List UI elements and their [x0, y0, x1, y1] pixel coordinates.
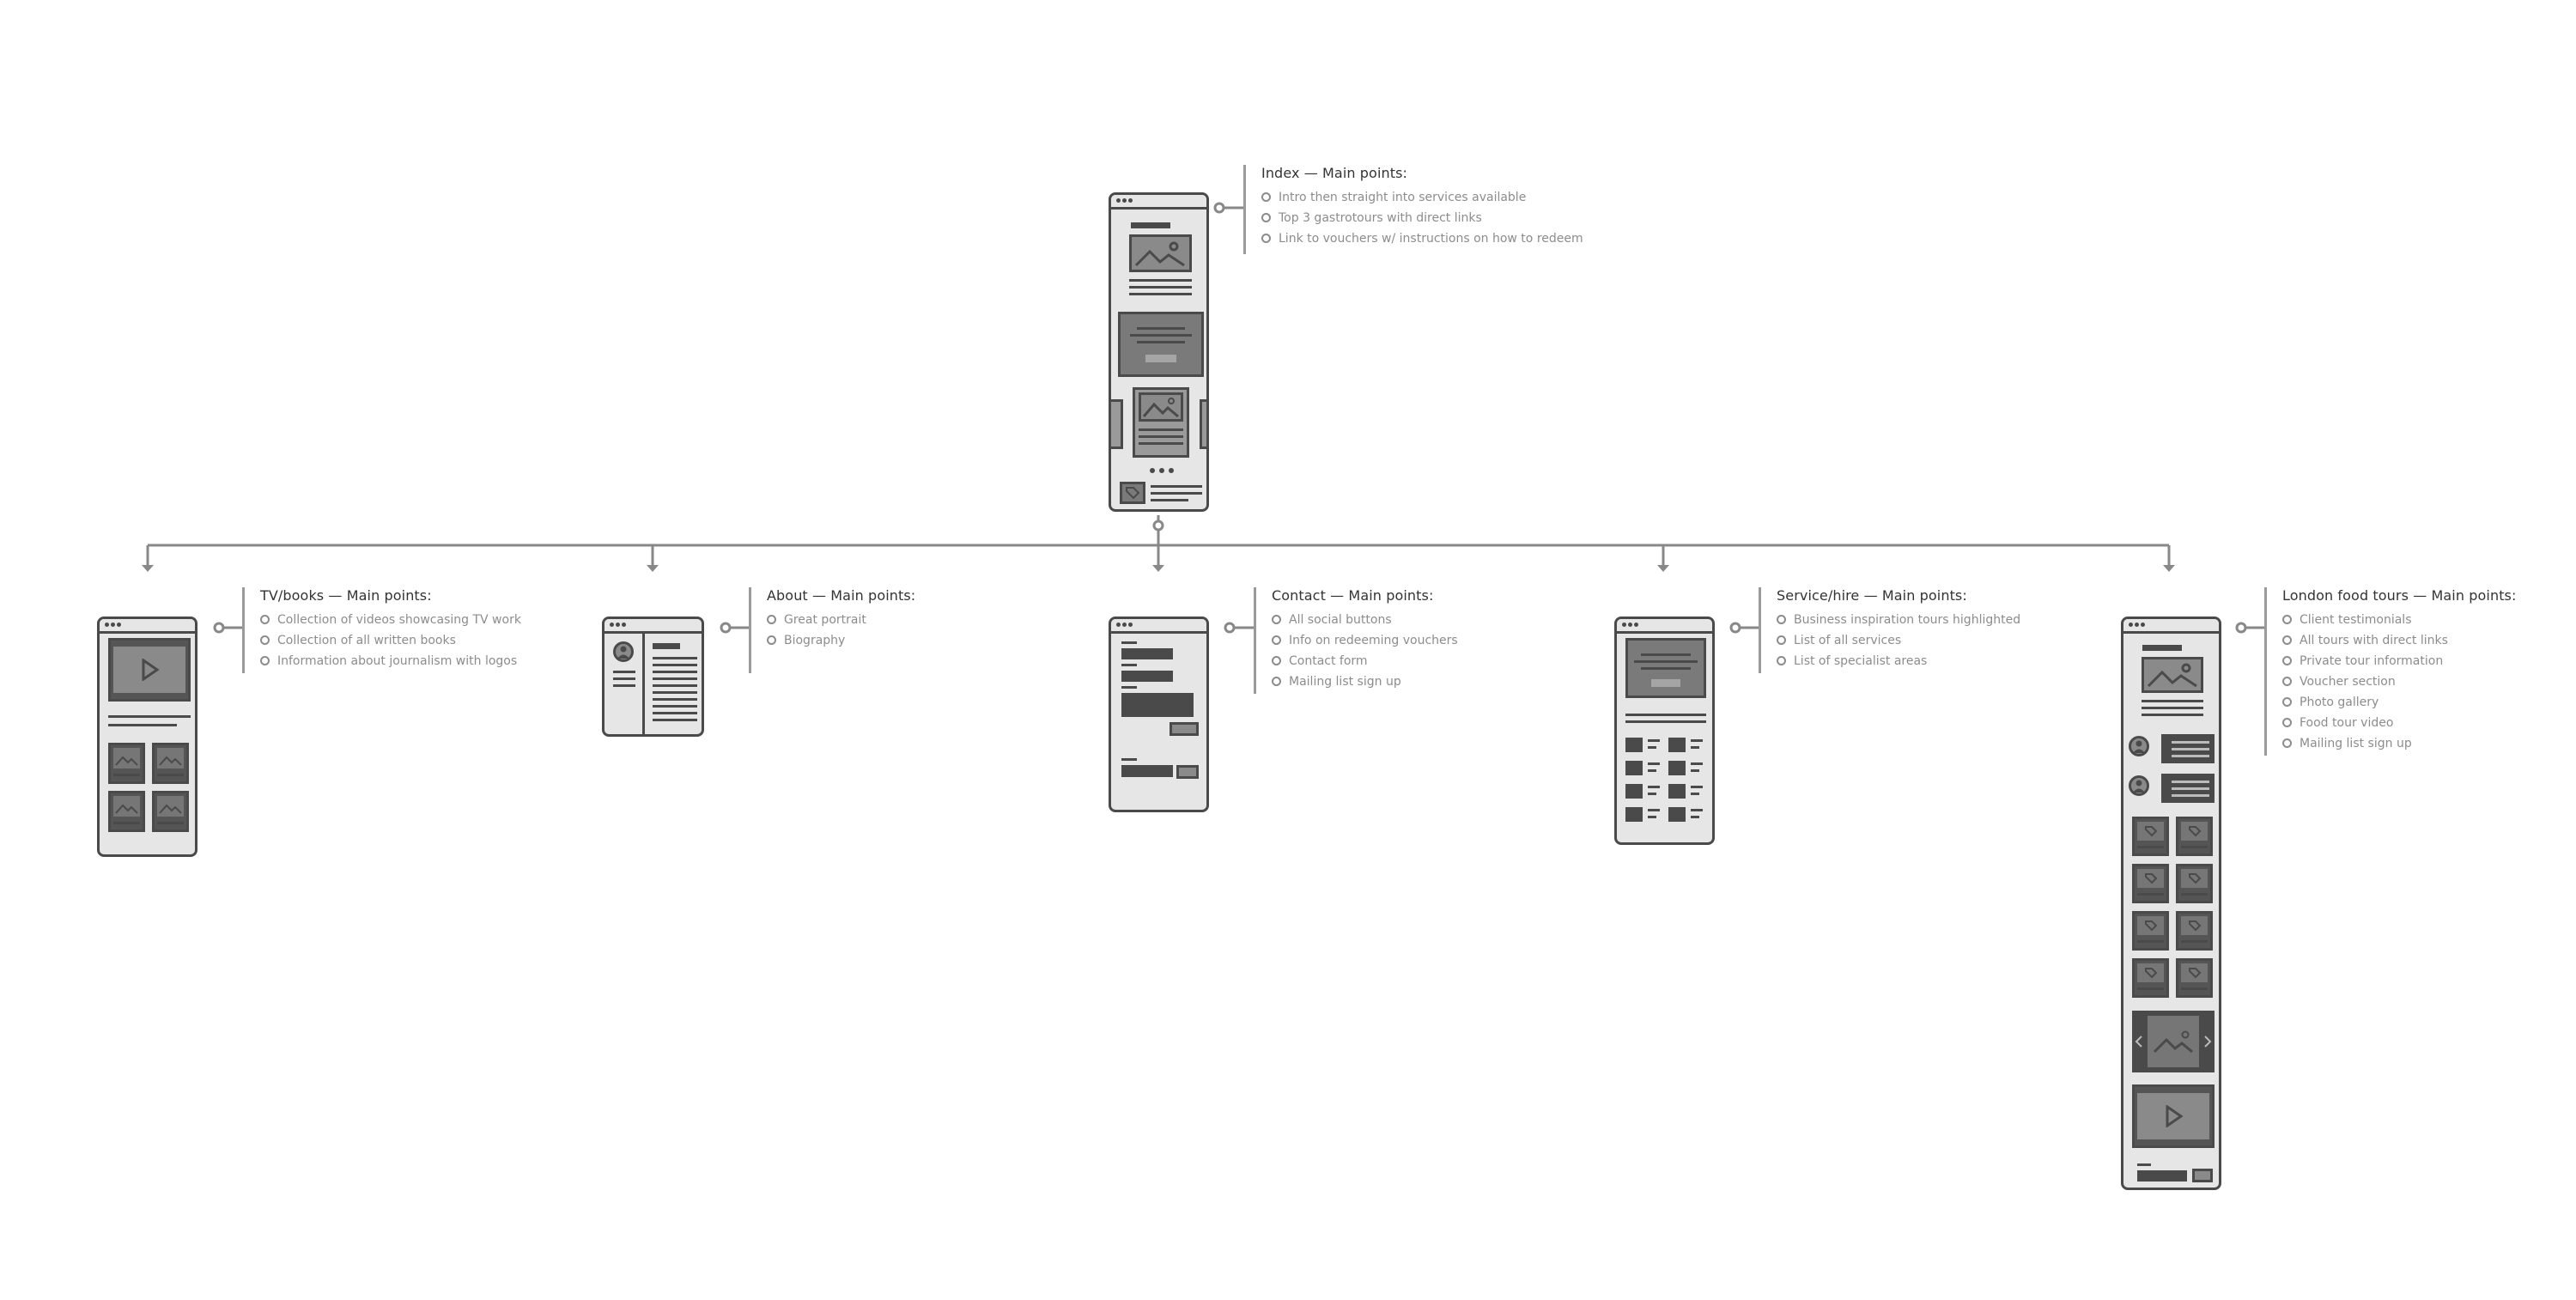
about-notes: About — Main points: Great portrait Biog… — [749, 587, 915, 673]
list-item: List of all services — [1777, 635, 2020, 648]
london-tours-wireframe — [2121, 617, 2221, 1190]
chevron-left-icon — [2135, 1036, 2142, 1048]
list-item: Great portrait — [767, 614, 915, 628]
tag-icon — [2189, 826, 2202, 837]
tag-icon — [2145, 968, 2158, 979]
image-icon — [115, 756, 138, 766]
list-item: Info on redeeming vouchers — [1272, 635, 1458, 648]
play-icon — [2166, 1105, 2184, 1127]
list-item: Contact form — [1272, 655, 1458, 669]
index-wireframe — [1109, 192, 1209, 512]
list-item: Voucher section — [2282, 676, 2517, 689]
image-placeholder-icon — [1129, 234, 1192, 272]
list-item: Photo gallery — [2282, 696, 2517, 710]
tag-icon — [2145, 826, 2158, 837]
image-icon — [159, 756, 182, 766]
service-notes-title: Service/hire — Main points: — [1777, 587, 1967, 604]
list-item: Mailing list sign up — [2282, 738, 2517, 751]
list-item: All tours with direct links — [2282, 635, 2517, 648]
about-notes-title: About — Main points: — [767, 587, 916, 604]
london-notes: London food tours — Main points: Client … — [2264, 587, 2517, 756]
contact-wireframe — [1109, 617, 1209, 812]
index-notes: Index — Main points: Intro then straight… — [1243, 165, 1583, 254]
index-notes-title: Index — Main points: — [1261, 165, 1408, 181]
service-notes: Service/hire — Main points: Business ins… — [1759, 587, 2020, 673]
tag-icon — [2189, 968, 2202, 979]
play-icon — [142, 659, 160, 681]
list-item: Intro then straight into services availa… — [1261, 191, 1583, 205]
tag-icon — [2145, 873, 2158, 884]
chevron-right-icon — [2204, 1036, 2212, 1048]
list-item: Link to vouchers w/ instructions on how … — [1261, 233, 1583, 246]
contact-notes: Contact — Main points: All social button… — [1254, 587, 1458, 694]
featured-tours-banner — [1625, 638, 1706, 698]
voucher-tag-icon — [1120, 482, 1145, 504]
image-icon — [1142, 398, 1179, 418]
list-item: Collection of all written books — [260, 635, 521, 648]
submit-button-placeholder — [1170, 722, 1199, 736]
user-icon — [2133, 780, 2145, 793]
list-item: Food tour video — [2282, 717, 2517, 731]
list-item: Top 3 gastrotours with direct links — [1261, 212, 1583, 226]
image-icon — [159, 804, 182, 814]
about-wireframe — [602, 617, 704, 737]
tag-icon — [1126, 487, 1140, 500]
list-item: Biography — [767, 635, 915, 648]
image-icon — [1134, 241, 1185, 267]
user-icon — [617, 646, 629, 659]
list-item: Business inspiration tours highlighted — [1777, 614, 2020, 628]
list-item: Private tour information — [2282, 655, 2517, 669]
list-item: All social buttons — [1272, 614, 1458, 628]
contact-notes-title: Contact — Main points: — [1272, 587, 1434, 604]
list-item: Client testimonials — [2282, 614, 2517, 628]
tag-icon — [2189, 920, 2202, 932]
image-icon — [115, 804, 138, 814]
tvbooks-wireframe — [97, 617, 197, 857]
service-wireframe — [1614, 617, 1715, 845]
list-item: Mailing list sign up — [1272, 676, 1458, 689]
tag-icon — [2145, 920, 2158, 932]
list-item: List of specialist areas — [1777, 655, 2020, 669]
list-item: Information about journalism with logos — [260, 655, 521, 669]
image-icon — [2147, 663, 2197, 688]
tvbooks-notes-title: TV/books — Main points: — [260, 587, 432, 604]
services-banner — [1118, 312, 1204, 377]
user-icon — [2133, 740, 2145, 753]
list-item: Collection of videos showcasing TV work — [260, 614, 521, 628]
image-icon — [2153, 1030, 2193, 1054]
london-notes-title: London food tours — Main points: — [2282, 587, 2517, 604]
tvbooks-notes: TV/books — Main points: Collection of vi… — [242, 587, 521, 673]
tag-icon — [2189, 873, 2202, 884]
